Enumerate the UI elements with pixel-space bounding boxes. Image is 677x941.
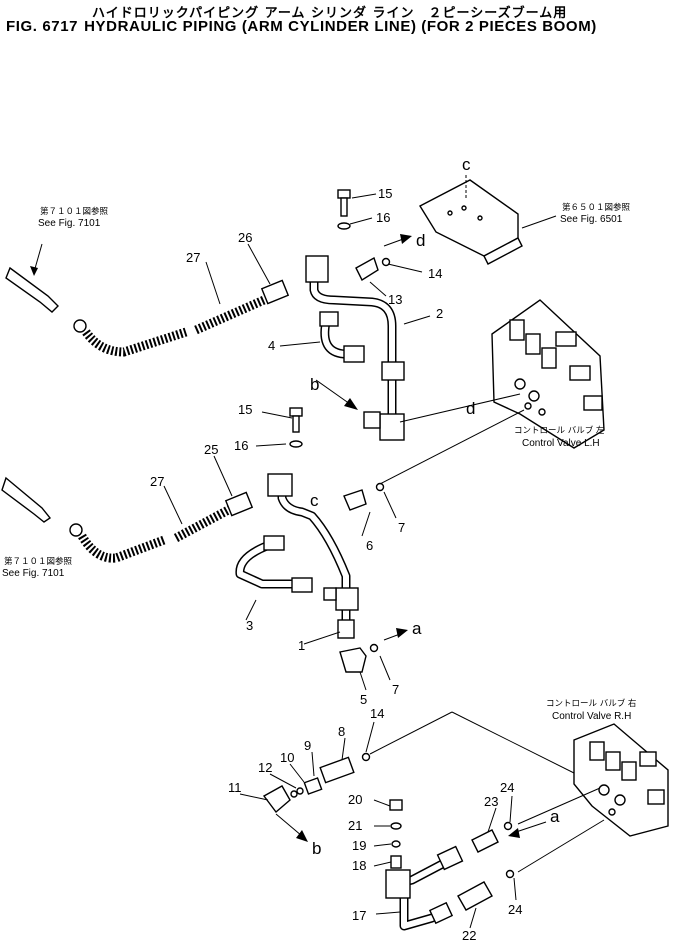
callout-20: 20 xyxy=(348,792,362,807)
callout-11: 11 xyxy=(228,780,242,795)
callout-22: 22 xyxy=(462,928,476,941)
callout-24-upper: 24 xyxy=(500,780,514,795)
top-left-ref-en: See Fig. 7101 xyxy=(38,218,101,229)
figure-title: FIG. 6717 HYDRAULIC PIPING (ARM CYLINDER … xyxy=(6,18,603,35)
callout-12: 12 xyxy=(258,760,272,775)
callout-1: 1 xyxy=(298,638,305,653)
conn-c-top: c xyxy=(462,155,471,174)
bottom-left-ref-en: See Fig. 7101 xyxy=(2,568,65,579)
callout-2: 2 xyxy=(436,306,443,321)
elbow-fitting xyxy=(339,647,367,673)
valve-rh-ref-en: Control Valve R.H xyxy=(552,711,631,722)
callout-25: 25 xyxy=(204,442,218,457)
callout-13: 13 xyxy=(388,292,402,307)
callout-3: 3 xyxy=(246,618,253,633)
callout-24-lower: 24 xyxy=(508,902,522,917)
callout-18: 18 xyxy=(352,858,366,873)
figure-number: FIG. 6717 xyxy=(6,18,79,35)
valve-rh-ref-jp: コントロール バルブ 右 xyxy=(546,698,636,709)
valve-lh-ref-jp: コントロール バルブ 左 xyxy=(514,425,605,436)
mounting-bracket xyxy=(419,179,557,265)
callout-10: 10 xyxy=(280,750,294,765)
callout-7-mid: 7 xyxy=(398,520,405,535)
conn-a-mid: a xyxy=(412,619,422,638)
callout-21: 21 xyxy=(348,818,362,833)
callout-15-mid: 15 xyxy=(238,402,252,417)
callout-9: 9 xyxy=(304,738,311,753)
control-valve-lh xyxy=(491,299,605,449)
top-left-ref-jp: 第７１０１図参照 xyxy=(40,206,109,217)
callout-16-top: 16 xyxy=(376,210,390,225)
middle-pipes xyxy=(235,473,385,639)
conn-b-bottom: b xyxy=(312,839,321,858)
bolt-15-top xyxy=(337,189,351,230)
callout-17: 17 xyxy=(352,908,366,923)
callout-8: 8 xyxy=(338,724,345,739)
valve-lh-ref-en: Control Valve L.H xyxy=(522,438,600,449)
callout-19: 19 xyxy=(352,838,366,853)
conn-b-mid: b xyxy=(310,375,319,394)
callout-14-top: 14 xyxy=(428,266,442,281)
callout-6: 6 xyxy=(366,538,373,553)
callout-16-mid: 16 xyxy=(234,438,248,453)
callout-5: 5 xyxy=(360,692,367,707)
leader-lines xyxy=(163,193,517,929)
callout-27-top: 27 xyxy=(186,250,200,265)
callout-23: 23 xyxy=(484,794,498,809)
figure-name: HYDRAULIC PIPING (ARM CYLINDER LINE) (FO… xyxy=(84,18,597,35)
bottom-left-ref-jp: 第７１０１図参照 xyxy=(4,556,73,567)
upper-hose-assembly xyxy=(5,243,290,357)
bracket-ref-jp: 第６５０１図参照 xyxy=(562,202,631,213)
title-japanese: ハイドロリックパイピング アーム シリンダ ライン ２ピーシーズブーム用 xyxy=(92,6,568,21)
fitting-chain xyxy=(262,711,581,814)
conn-c-mid: c xyxy=(310,491,319,510)
callout-27-mid: 27 xyxy=(150,474,164,489)
bolt-15-mid xyxy=(289,407,303,448)
conn-a-valve: a xyxy=(550,807,560,826)
bracket-ref-en: See Fig. 6501 xyxy=(560,214,623,225)
conn-d-top: d xyxy=(416,231,425,250)
flow-arrows xyxy=(275,234,547,842)
lower-pipe xyxy=(385,821,515,931)
callout-4: 4 xyxy=(268,338,275,353)
conn-d-valve: d xyxy=(466,399,475,418)
upper-pipes xyxy=(305,255,405,441)
callout-26: 26 xyxy=(238,230,252,245)
lower-hose-assembly xyxy=(1,476,254,563)
plug-assembly xyxy=(389,799,403,869)
callout-14-low: 14 xyxy=(370,706,384,721)
callout-7-low: 7 xyxy=(392,682,399,697)
callout-15-top: 15 xyxy=(378,186,392,201)
control-valve-rh xyxy=(573,723,669,837)
